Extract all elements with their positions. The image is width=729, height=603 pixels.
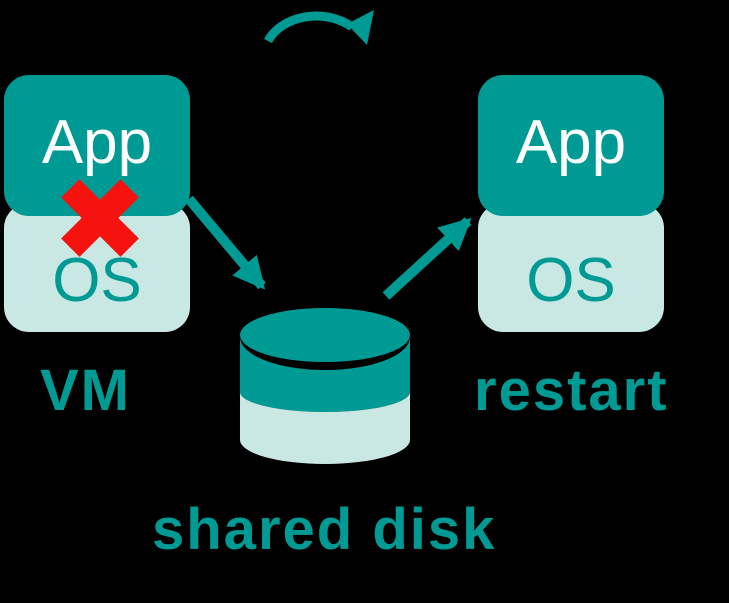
os-label: OS bbox=[52, 246, 142, 315]
restarted-vm-box: OS App bbox=[478, 75, 664, 332]
vm-caption: VM bbox=[40, 358, 131, 423]
restart-loop-arrow-icon bbox=[264, 10, 374, 45]
restart-caption: restart bbox=[474, 358, 669, 423]
arrow-disk-to-restarted-vm bbox=[382, 217, 472, 300]
arrow-vm-to-disk bbox=[185, 195, 266, 290]
failed-vm-app-layer: App bbox=[4, 75, 190, 216]
restarted-vm-app-layer: App bbox=[478, 75, 664, 216]
app-label: App bbox=[41, 107, 153, 177]
shared-disk-caption: shared disk bbox=[152, 497, 497, 562]
failed-vm-box: OS App bbox=[4, 75, 190, 332]
restarted-vm-os-layer: OS bbox=[478, 203, 664, 332]
shared-disk-cylinder-icon bbox=[240, 308, 410, 464]
os-label: OS bbox=[526, 246, 616, 315]
red-x-failure-icon bbox=[61, 179, 139, 257]
app-label: App bbox=[515, 107, 627, 177]
